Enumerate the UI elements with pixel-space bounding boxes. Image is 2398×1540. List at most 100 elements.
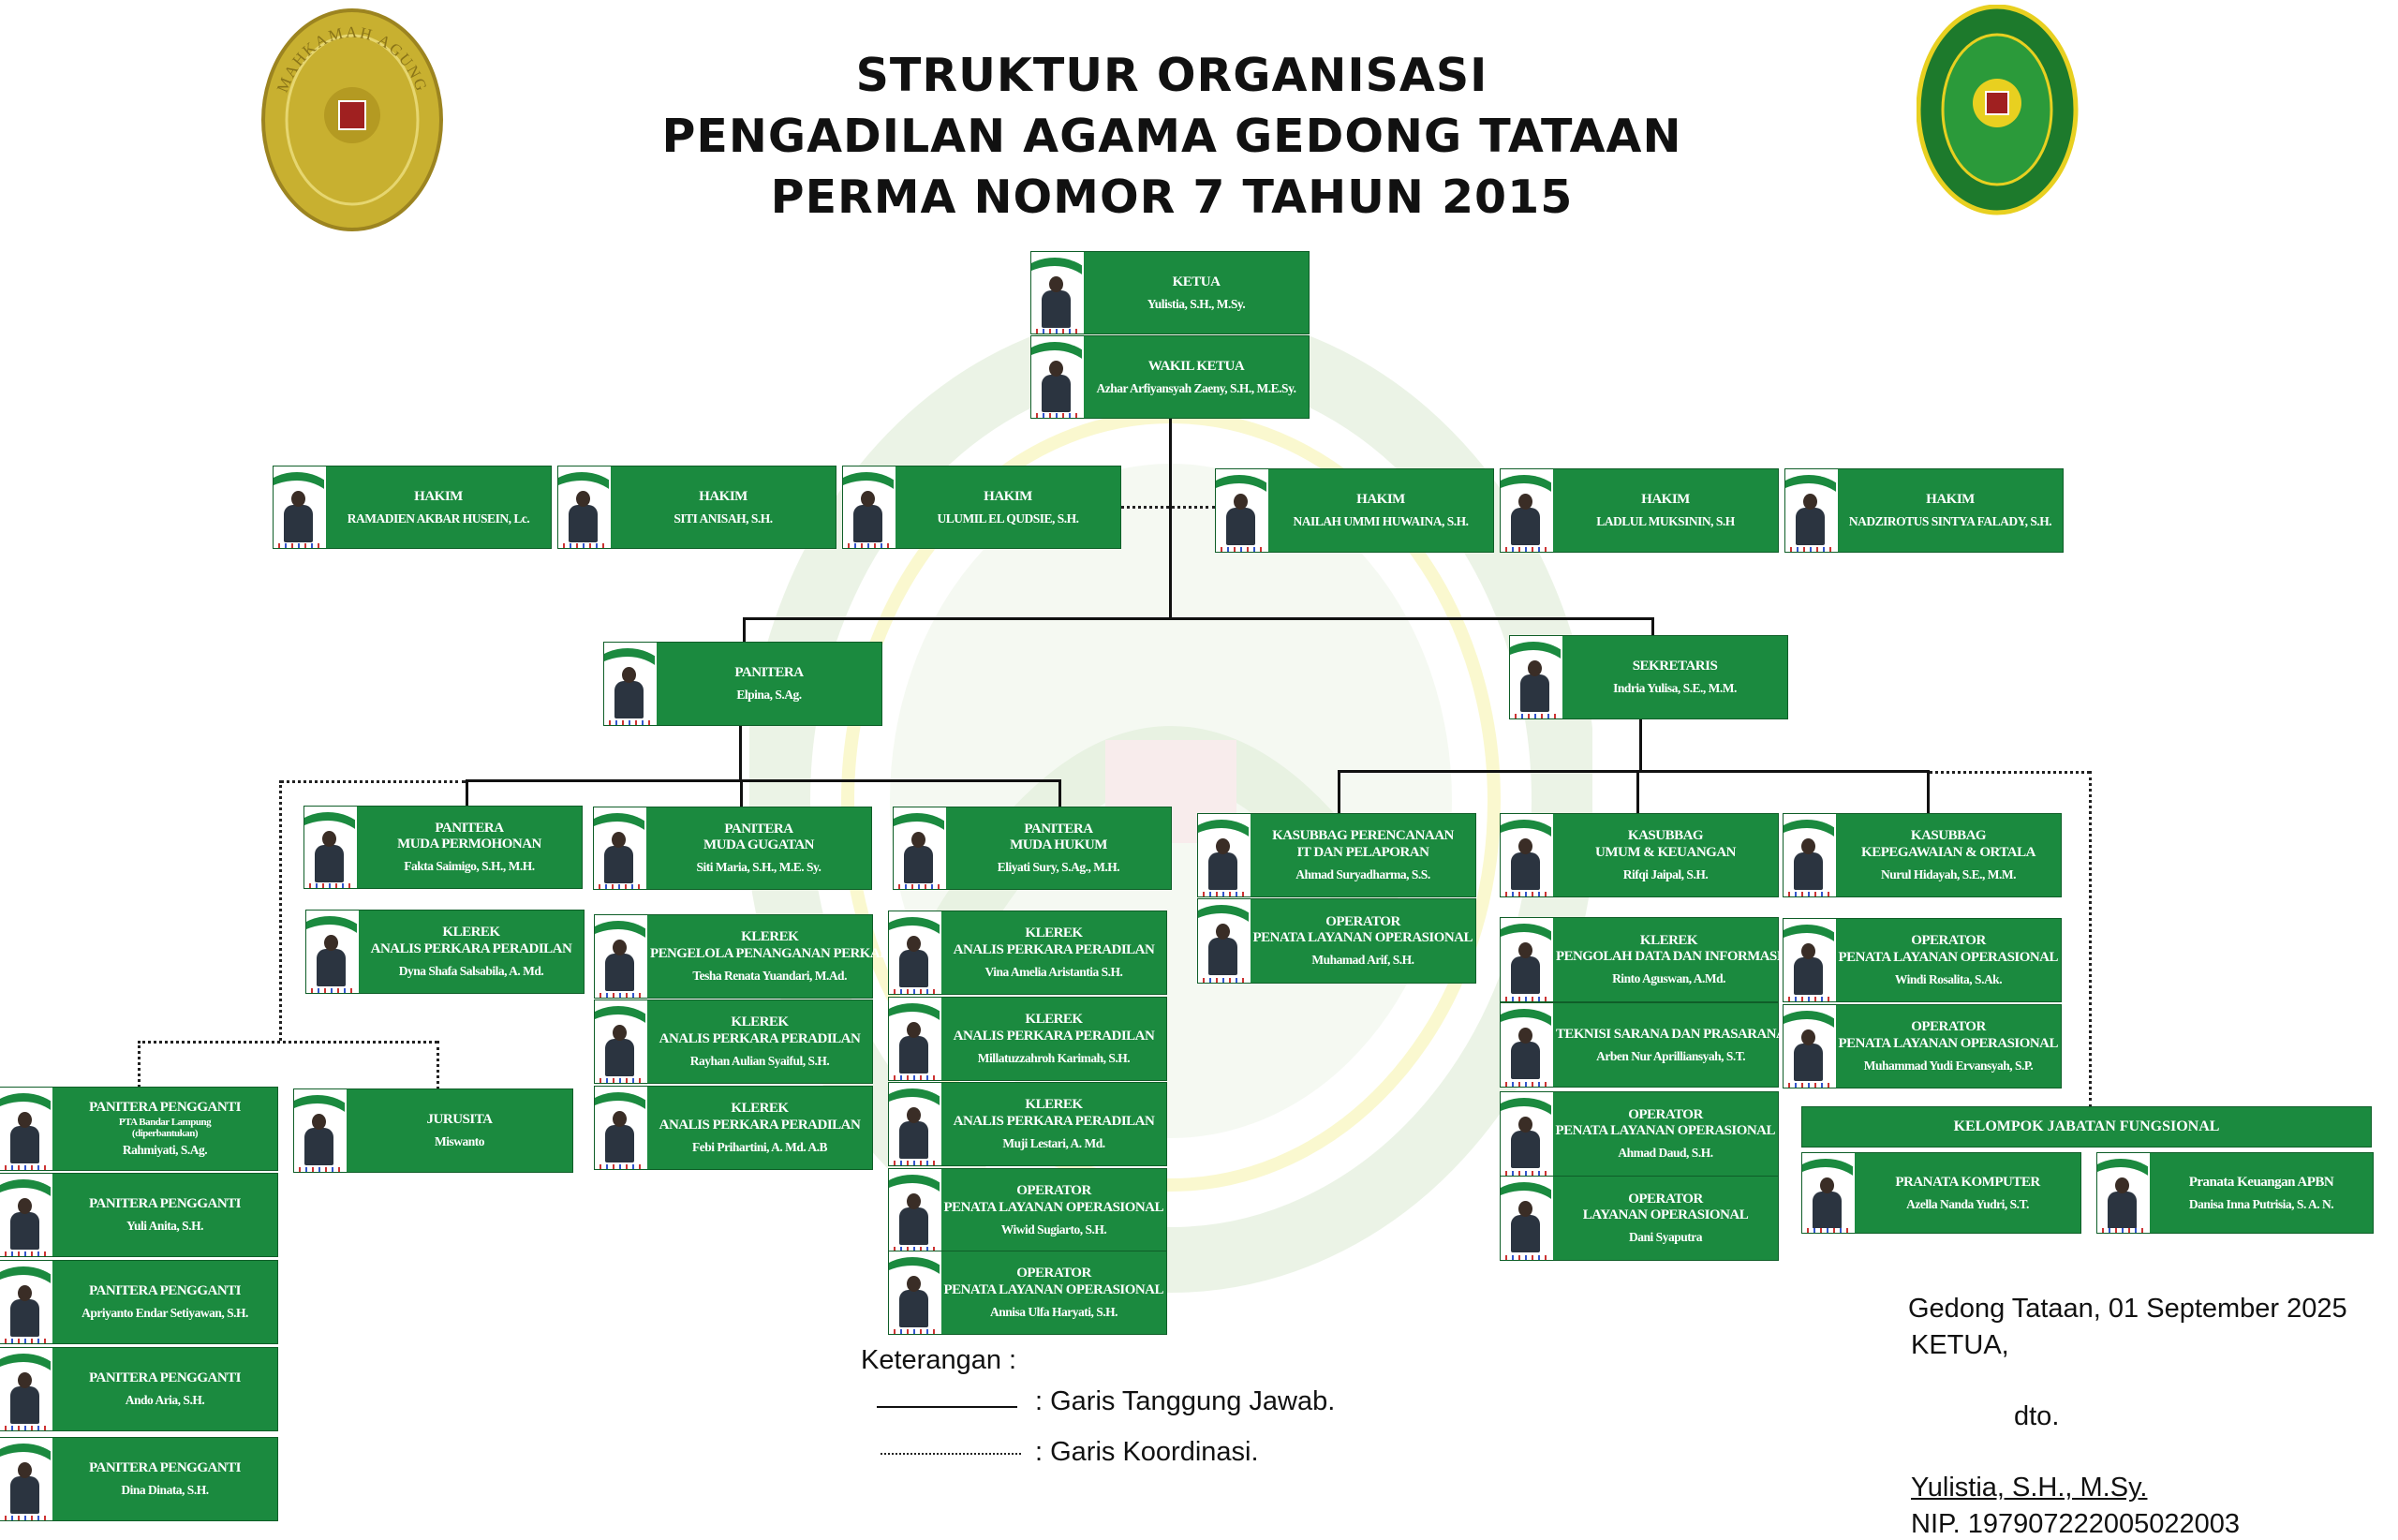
swoosh-decoration bbox=[1501, 924, 1551, 1001]
card-role: WAKIL KETUA bbox=[1147, 358, 1245, 374]
card-role: PENATA LAYANAN OPERASIONAL bbox=[943, 1199, 1164, 1215]
swoosh-decoration bbox=[894, 813, 944, 889]
signature-nip: NIP. 197907222005022003 bbox=[1911, 1509, 2241, 1539]
card-person-name: Arben Nur Aprilliansyah, S.T. bbox=[1596, 1048, 1746, 1063]
legend-solid-line bbox=[877, 1406, 1017, 1408]
swoosh-decoration bbox=[0, 1444, 51, 1520]
swoosh-decoration bbox=[889, 917, 940, 994]
card-role: KLEREK bbox=[731, 1014, 789, 1030]
card-person-name: Dani Syaputra bbox=[1629, 1230, 1702, 1245]
swoosh-decoration bbox=[1198, 905, 1249, 983]
person-photo bbox=[889, 998, 941, 1080]
person-head-icon bbox=[1801, 1029, 1815, 1045]
card-role: PANITERA bbox=[435, 820, 504, 836]
card-subtitle: PTA Bandar Lampung bbox=[118, 1116, 212, 1128]
person-figure-icon bbox=[1511, 852, 1540, 890]
person-head-icon bbox=[312, 1114, 326, 1130]
person-head-icon bbox=[322, 831, 336, 847]
card-person-name: Tesha Renata Yuandari, M.Ad. bbox=[692, 968, 847, 983]
card-role: PENATA LAYANAN OPERASIONAL bbox=[1838, 949, 2059, 965]
person-figure-icon bbox=[899, 950, 928, 987]
person-photo bbox=[1784, 919, 1836, 1001]
person-head-icon bbox=[1803, 494, 1817, 510]
person-photo bbox=[558, 466, 611, 548]
person-figure-icon bbox=[899, 1290, 928, 1327]
person-photo bbox=[889, 1169, 941, 1251]
person-photo bbox=[0, 1438, 52, 1520]
card-person-name: Rahmiyati, S.Ag. bbox=[122, 1143, 208, 1157]
card-role: HAKIM bbox=[1926, 492, 1975, 508]
signature-position: KETUA, bbox=[1911, 1330, 2009, 1360]
swoosh-decoration bbox=[889, 1003, 940, 1080]
card-person-name: SITI ANISAH, S.H. bbox=[674, 511, 773, 526]
person-photo bbox=[1198, 899, 1251, 983]
swoosh-decoration bbox=[1784, 820, 1834, 896]
person-photo bbox=[1501, 469, 1553, 552]
card-person-name: NAILAH UMMI HUWAINA, S.H. bbox=[1293, 514, 1469, 529]
photo-footer-strip bbox=[1031, 329, 1082, 333]
connector-line bbox=[466, 779, 468, 807]
card-role: PENATA LAYANAN OPERASIONAL bbox=[1252, 930, 1473, 946]
card-person-name: Azella Nanda Yudri, S.T. bbox=[1906, 1196, 2029, 1211]
card-role: PENGOLAH DATA DAN INFORMASI bbox=[1555, 949, 1783, 965]
card-role: ANALIS PERKARA PERADILAN bbox=[370, 940, 572, 956]
swoosh-decoration bbox=[1784, 1011, 1834, 1088]
person-figure-icon bbox=[304, 1128, 333, 1165]
person-figure-icon bbox=[1208, 852, 1237, 890]
connector-line bbox=[1338, 770, 1340, 814]
person-head-icon bbox=[1518, 1117, 1532, 1133]
person-head-icon bbox=[291, 491, 305, 507]
swoosh-decoration bbox=[889, 1175, 940, 1251]
person-head-icon bbox=[911, 832, 925, 848]
card-role: PENATA LAYANAN OPERASIONAL bbox=[943, 1281, 1164, 1297]
card-person-name: Ando Aria, S.H. bbox=[125, 1393, 205, 1408]
person-photo bbox=[1501, 1092, 1553, 1176]
pengadilan-agama-logo bbox=[1917, 5, 2079, 215]
person-head-icon bbox=[613, 1025, 627, 1041]
card-text: PRANATA KOMPUTER Azella Nanda Yudri, S.T. bbox=[1855, 1153, 2080, 1233]
card-role: PRANATA KOMPUTER bbox=[1895, 1174, 2040, 1190]
card-person-name: Dina Dinata, S.H. bbox=[121, 1483, 209, 1498]
card-role: KLEREK bbox=[731, 1101, 789, 1117]
card-role: HAKIM bbox=[699, 488, 748, 504]
kelompok-jabatan-fungsional-header: KELOMPOK JABATAN FUNGSIONAL bbox=[1802, 1107, 2371, 1147]
connector-line bbox=[739, 725, 742, 781]
person-head-icon bbox=[18, 1372, 32, 1388]
person-figure-icon bbox=[1511, 508, 1540, 545]
card-role: KLEREK bbox=[741, 929, 799, 945]
photo-footer-strip bbox=[1784, 892, 1834, 896]
card-person-name: Rifqi Jaipal, S.H. bbox=[1622, 866, 1709, 881]
person-figure-icon bbox=[1042, 290, 1071, 328]
card-role: KLEREK bbox=[1025, 1097, 1083, 1113]
card-person-name: Muhammad Yudi Ervansyah, S.P. bbox=[1863, 1058, 2034, 1073]
swoosh-decoration bbox=[1501, 1098, 1551, 1176]
coordination-line bbox=[138, 1041, 437, 1044]
card-person-name: Muhamad Arif, S.H. bbox=[1311, 953, 1414, 968]
photo-footer-strip bbox=[1784, 1083, 1834, 1088]
swoosh-decoration bbox=[889, 1257, 940, 1334]
card-role: KASUBBAG PERENCANAAN bbox=[1272, 828, 1454, 844]
person-head-icon bbox=[907, 1276, 921, 1292]
person-head-icon bbox=[18, 1198, 32, 1214]
card-role: JURUSITA bbox=[426, 1112, 493, 1128]
person-figure-icon bbox=[899, 1036, 928, 1074]
photo-footer-strip bbox=[1784, 997, 1834, 1001]
person-photo bbox=[1510, 636, 1562, 718]
photo-footer-strip bbox=[0, 1165, 51, 1170]
